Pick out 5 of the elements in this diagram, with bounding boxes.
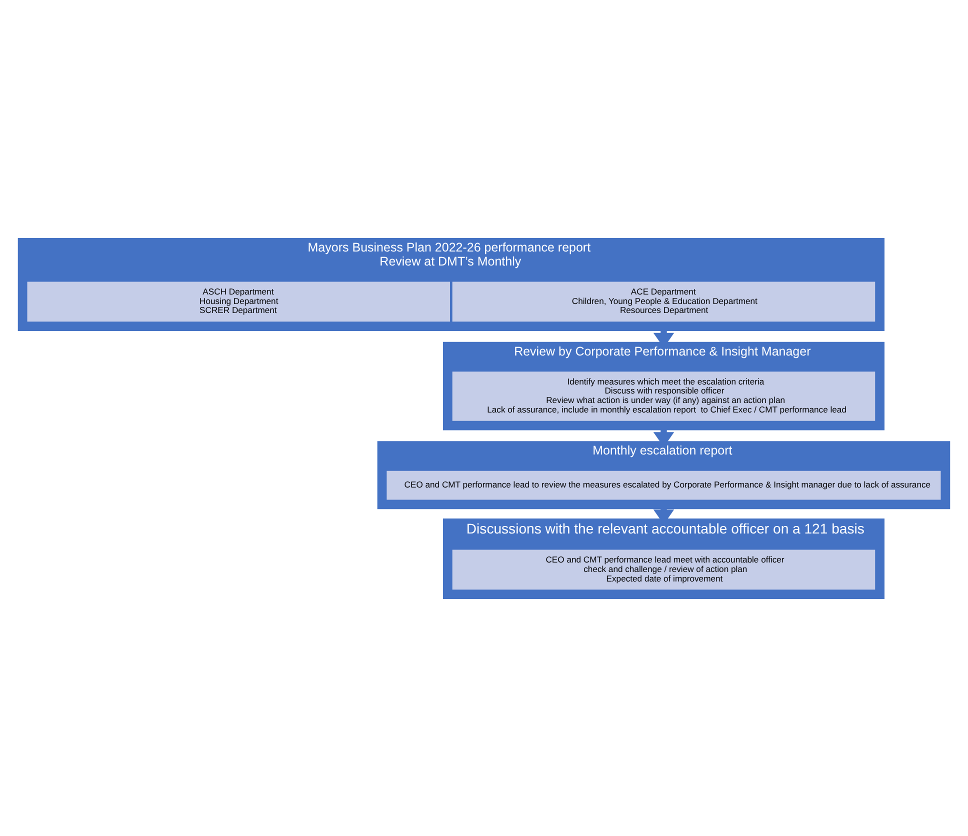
node-box: Identify measures which meet the escalation criteria Discuss with responsible officer Review what action is under way (if any) against an action plan Lack of assurance, include in monthly escalation report to Chief Exec / CMT performance lead (452, 371, 876, 420)
node-box: ASCH Department Housing Department SCRER Department (27, 281, 450, 322)
node-box: CEO and CMT performance lead to review the measures escalated by Corporate Performance & Insight manager due to lack of assurance (386, 470, 941, 500)
node-box: ACE Department Children, Young People & Education Department Resources Department (452, 281, 876, 322)
node-box: CEO and CMT performance lead meet with accountable officer check and challenge / review of action plan Expected date of improvement (452, 549, 876, 590)
